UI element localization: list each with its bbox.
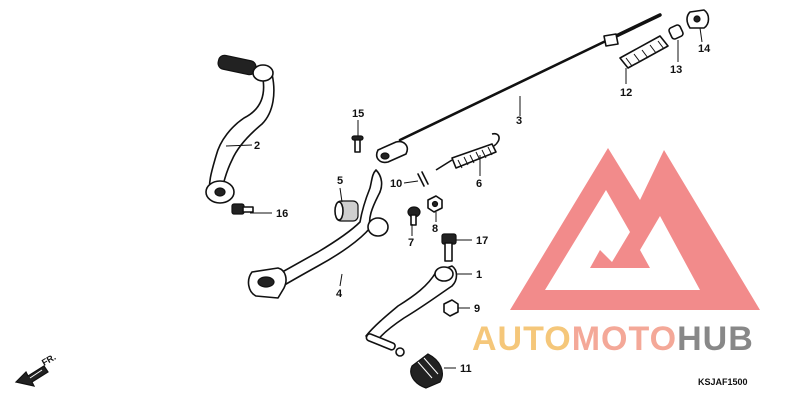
watermark-logo: AUTOMOTOHUB xyxy=(472,148,760,358)
bolt-16 xyxy=(231,203,254,215)
kick-starter-arm xyxy=(205,54,275,204)
bolt-17 xyxy=(441,233,457,262)
callout-9: 9 xyxy=(474,303,480,315)
rubber-grip-11 xyxy=(410,353,443,389)
collar-5 xyxy=(334,200,359,222)
nut-9 xyxy=(443,299,459,317)
callout-1: 1 xyxy=(476,269,482,281)
callout-14: 14 xyxy=(698,43,711,55)
brake-pedal xyxy=(247,169,389,299)
callout-2: 2 xyxy=(254,140,260,152)
callouts: 1 2 3 4 5 6 7 8 9 10 11 12 13 14 15 16 1… xyxy=(254,43,711,375)
adjuster-nut-14 xyxy=(686,9,710,29)
watermark-hub: HUB xyxy=(677,320,754,358)
callout-15: 15 xyxy=(352,108,364,120)
callout-8: 8 xyxy=(432,223,438,235)
watermark-triangle xyxy=(510,148,760,310)
diagram-code: KSJAF1500 xyxy=(698,377,748,387)
spring-6 xyxy=(435,132,500,171)
callout-7: 7 xyxy=(408,237,414,249)
joint-13 xyxy=(668,24,684,40)
callout-12: 12 xyxy=(620,87,632,99)
callout-10: 10 xyxy=(390,178,402,190)
callout-16: 16 xyxy=(276,208,288,220)
gear-shift-pedal xyxy=(365,265,458,357)
callout-5: 5 xyxy=(337,175,343,187)
nut-8 xyxy=(427,195,443,213)
callout-3: 3 xyxy=(516,115,522,127)
direction-label: FR. xyxy=(40,352,58,368)
callout-13: 13 xyxy=(670,64,682,76)
cotter-pin-10 xyxy=(417,171,429,187)
svg-text:AUTOMOTOHUB: AUTOMOTOHUB xyxy=(472,320,754,358)
brake-rod xyxy=(375,13,662,164)
callout-17: 17 xyxy=(476,235,488,247)
spring-12 xyxy=(619,35,669,69)
callout-6: 6 xyxy=(476,178,482,190)
bolt-7 xyxy=(407,206,421,226)
pin-15 xyxy=(351,135,364,153)
leader-lines xyxy=(225,27,703,369)
watermark-auto: AUTO xyxy=(472,320,572,358)
watermark-moto: MOTO xyxy=(572,320,677,358)
callout-4: 4 xyxy=(336,288,343,300)
front-direction-arrow: FR. xyxy=(14,352,58,387)
callout-11: 11 xyxy=(460,363,472,375)
